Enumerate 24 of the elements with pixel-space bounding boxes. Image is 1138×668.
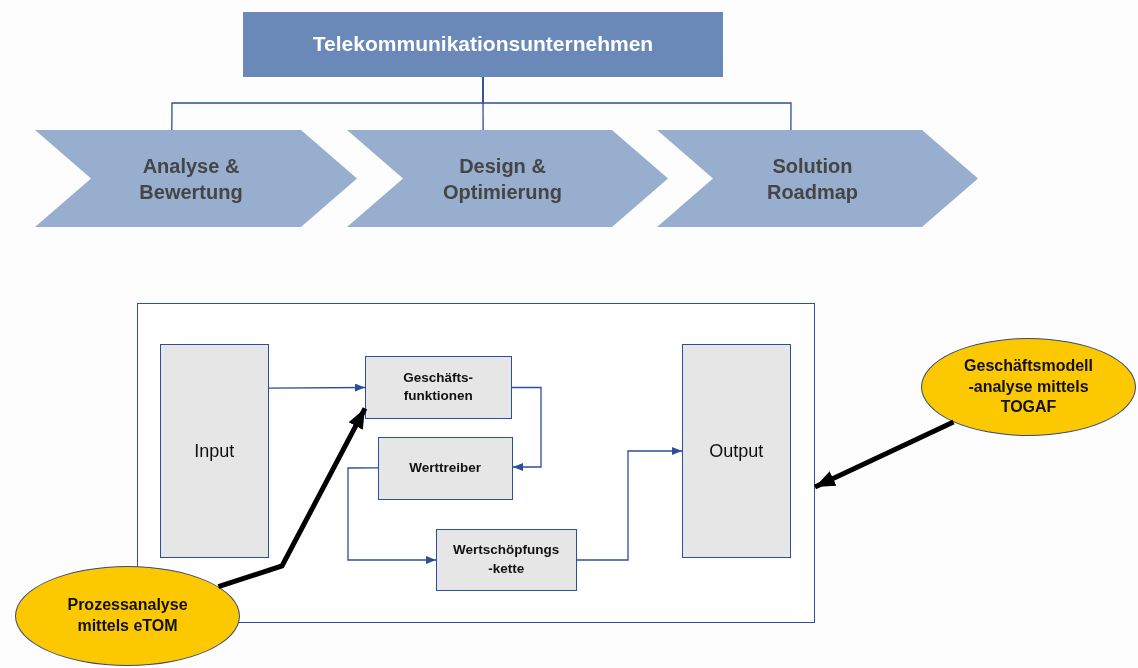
node-label: Output [709,439,764,463]
node-label: Solution Roadmap [765,153,860,205]
node-label: Werttreiber [409,459,482,478]
node-label: Wertschöpfungs -kette [452,541,561,578]
process-box [435,528,577,591]
arrow [813,419,955,490]
arrow [217,407,368,589]
arrow [347,467,437,564]
process-box [364,355,512,419]
process-box [159,343,269,558]
node-label: Design & Optimierung [442,153,563,205]
arrow [511,386,542,471]
node-label: Prozessanalyse mittels eTOM [66,595,189,636]
arrow [576,447,683,561]
node-label: Input [194,439,235,463]
connector-line [482,76,792,131]
node-label: Analyse & Bewertung [138,153,244,205]
node-label: Geschäfts- funktionen [402,368,475,406]
node-label: Geschäftsmodell -analyse mittels TOGAF [963,355,1094,418]
process-box [377,436,513,500]
title-box [243,12,723,77]
node-label: Telekommunikationsunternehmen [312,31,654,58]
arrow [268,383,366,392]
process-box [681,343,791,558]
